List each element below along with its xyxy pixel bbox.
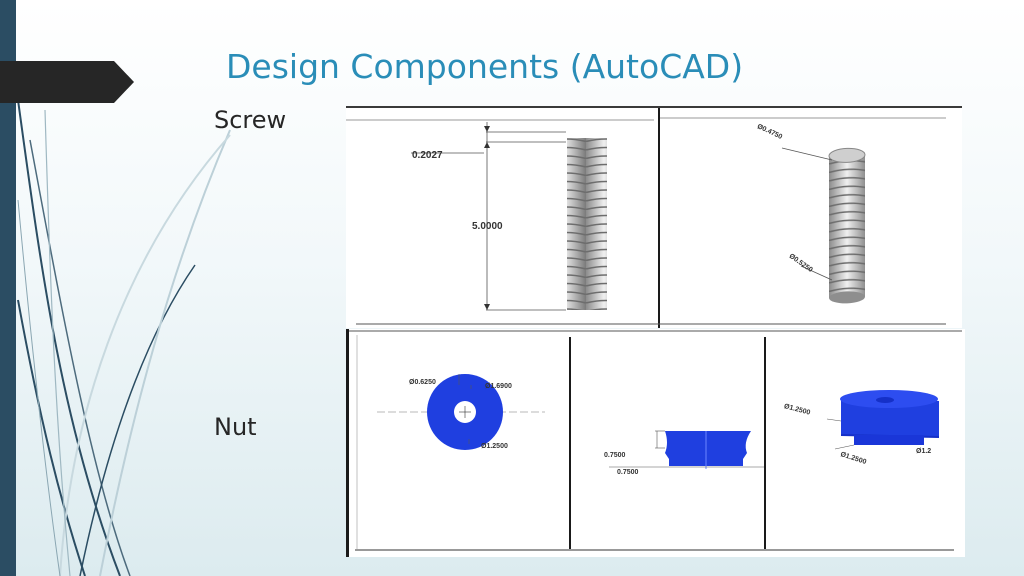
left-accent-bar bbox=[0, 0, 16, 576]
screw-iso-view bbox=[828, 147, 866, 304]
nut-drawing-panel: Ø0.6250 Ø1.6900 Ø1.2500 0.7500 0.7500 Ø1… bbox=[346, 329, 965, 557]
nut-height-upper-dim: 0.7500 bbox=[604, 452, 626, 459]
nut-bottom-diameter-dim: Ø1.2500 bbox=[481, 443, 508, 450]
screw-drawing-panel: 0.2027 5.0000 Ø0.4750 Ø0.5250 bbox=[346, 106, 962, 328]
screw-pitch-dim: 0.2027 bbox=[412, 150, 443, 161]
title-arrow-marker bbox=[0, 61, 134, 103]
nut-inner-diameter-dim: Ø0.6250 bbox=[409, 379, 436, 386]
decorative-curves bbox=[17, 99, 231, 576]
screw-drawing: 0.2027 5.0000 Ø0.4750 Ø0.5250 bbox=[346, 108, 946, 328]
nut-side-view bbox=[609, 430, 764, 469]
nut-iso-diameter-a: Ø1.2500 bbox=[783, 403, 811, 417]
nut-drawing: Ø0.6250 Ø1.6900 Ø1.2500 0.7500 0.7500 Ø1… bbox=[349, 330, 962, 551]
nut-iso-view bbox=[840, 390, 940, 445]
nut-top-view bbox=[377, 374, 545, 450]
screw-length-dim: 5.0000 bbox=[472, 221, 503, 232]
screw-bottom-diameter-dim: Ø0.5250 bbox=[788, 253, 814, 274]
slide-title: Design Components (AutoCAD) bbox=[226, 47, 744, 86]
screw-top-diameter-dim: Ø0.4750 bbox=[756, 123, 783, 141]
nut-iso-diameter-b: Ø1.2500 bbox=[839, 451, 867, 466]
screw-front-view bbox=[567, 138, 607, 310]
nut-label: Nut bbox=[214, 413, 257, 441]
screw-label: Screw bbox=[214, 106, 287, 134]
nut-iso-diameter-c: Ø1.2 bbox=[916, 448, 931, 455]
nut-outer-diameter-dim: Ø1.6900 bbox=[485, 383, 512, 390]
nut-height-lower-dim: 0.7500 bbox=[617, 469, 639, 476]
